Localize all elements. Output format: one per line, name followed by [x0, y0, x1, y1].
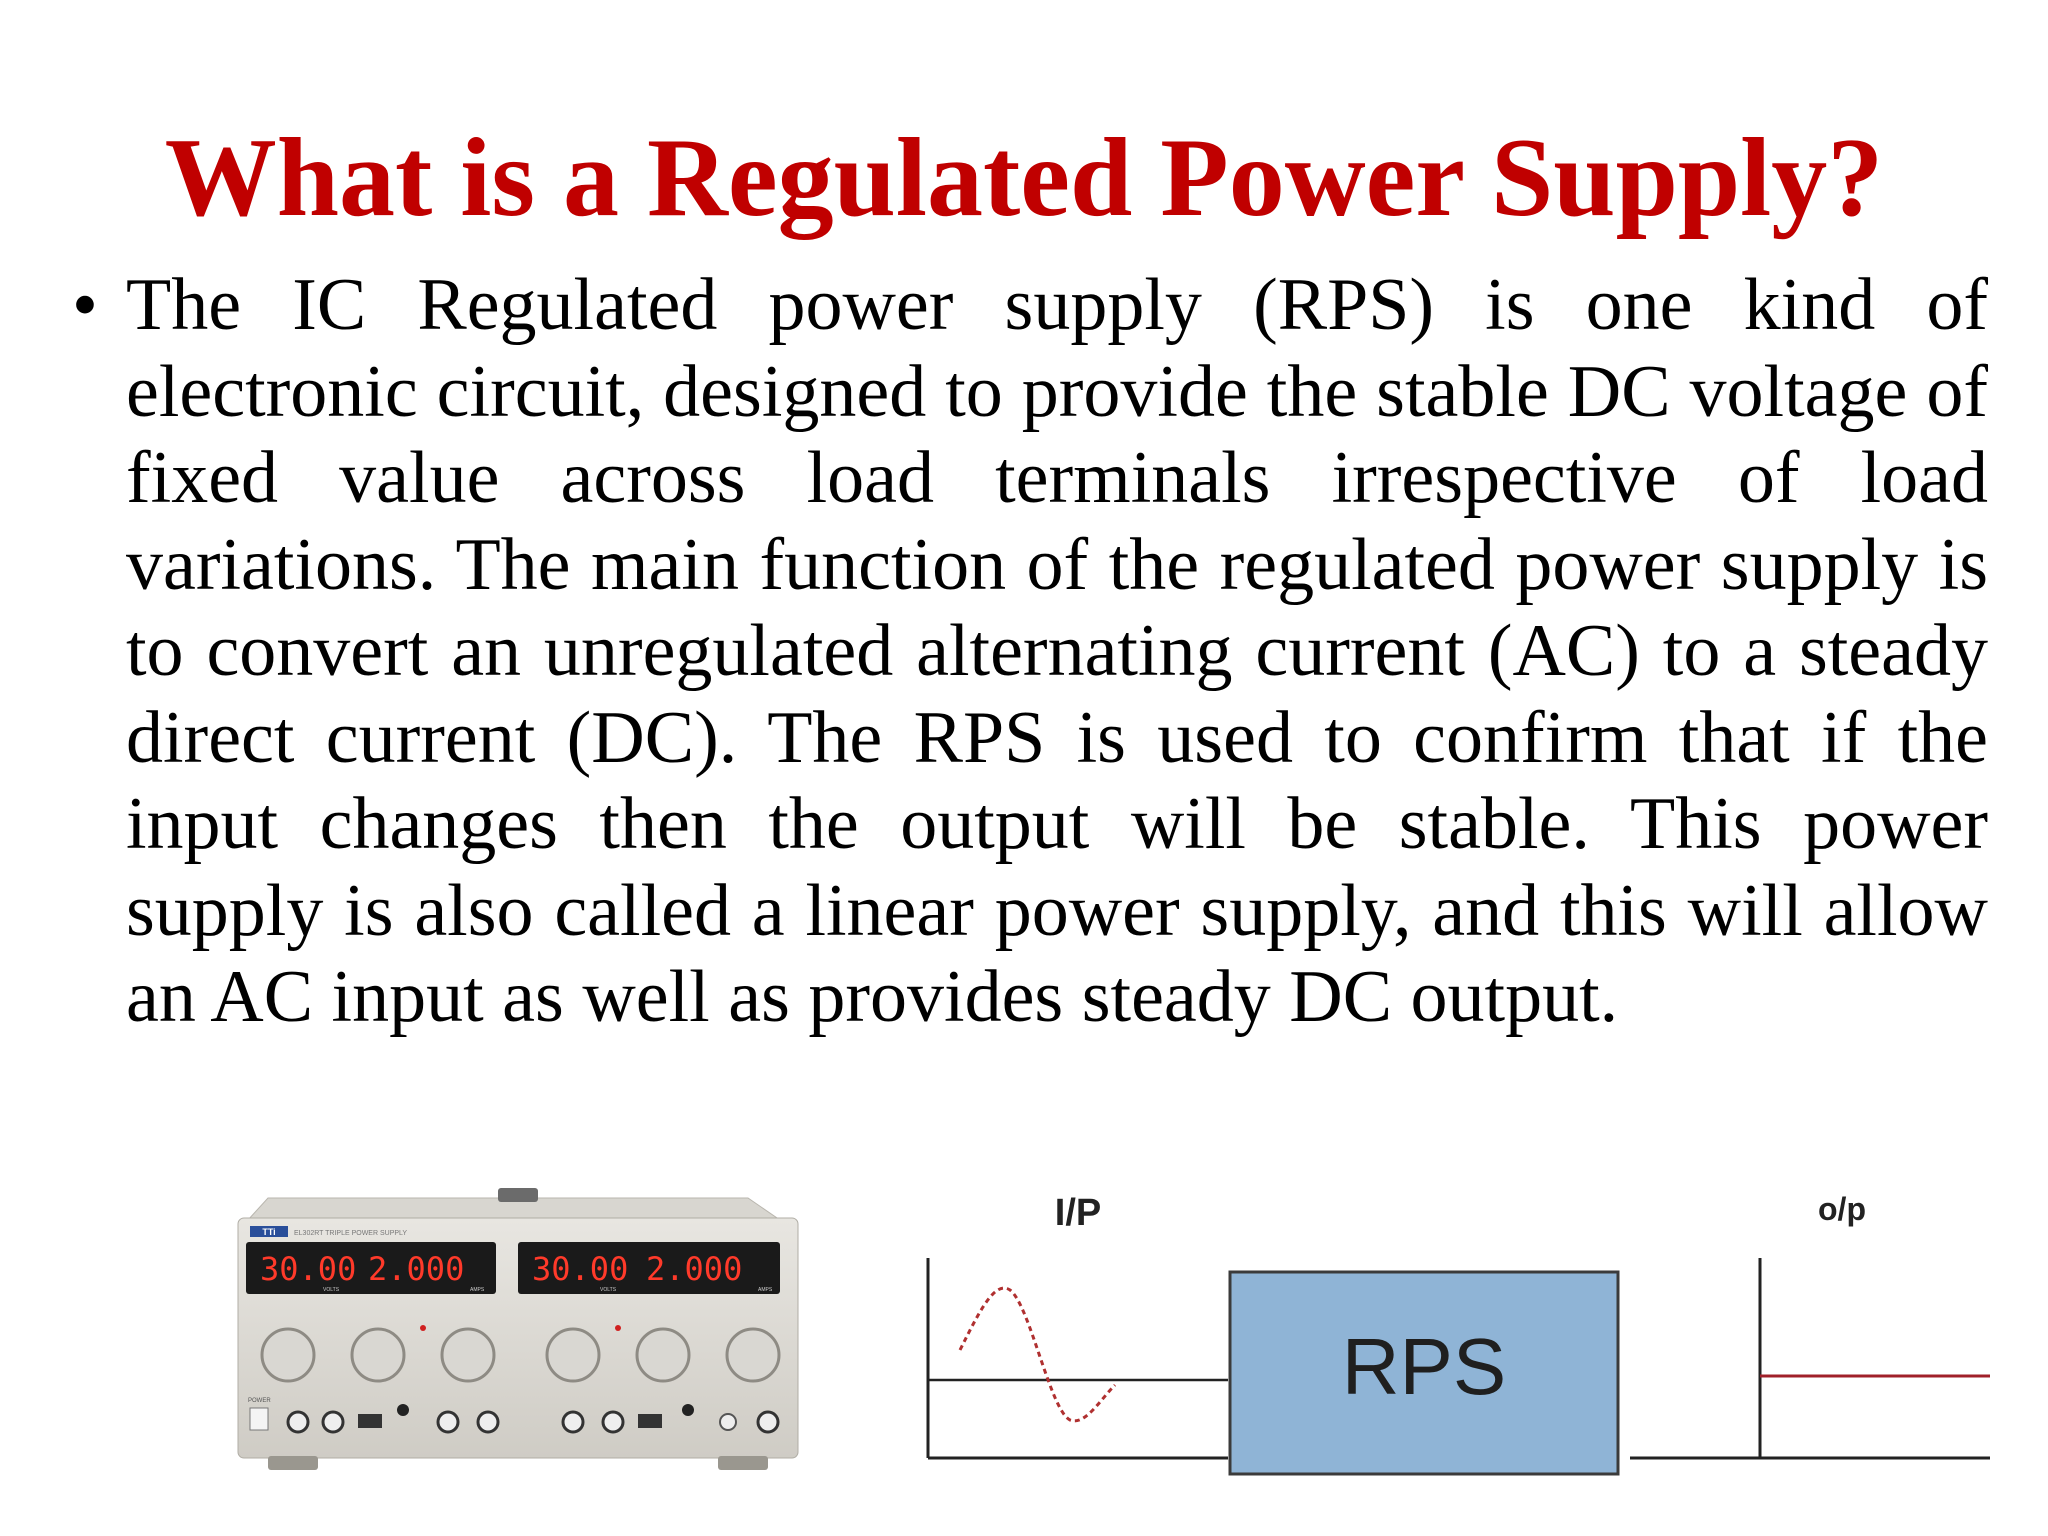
slide-title: What is a Regulated Power Supply?	[164, 116, 1884, 240]
psu-brand-label: TTi EL302RT TRIPLE POWER SUPPLY	[250, 1226, 407, 1237]
rps-block-label: RPS	[1342, 1322, 1507, 1411]
display-right-volts: 30.00	[532, 1250, 628, 1288]
rps-block-diagram: I/P o/p RPS	[926, 1191, 1990, 1476]
svg-text:VOLTS: VOLTS	[600, 1287, 617, 1293]
input-sine-wave	[958, 1286, 1117, 1423]
svg-text:EL302RT TRIPLE POWER SUPPLY: EL302RT TRIPLE POWER SUPPLY	[294, 1230, 407, 1237]
bullet-marker: •	[72, 264, 98, 346]
display-right-amps: 2.000	[646, 1250, 742, 1288]
rps-block	[1228, 1270, 1620, 1476]
knobs	[260, 1325, 781, 1383]
svg-text:VOLTS: VOLTS	[323, 1287, 340, 1293]
body-paragraph: The IC Regulated power supply (RPS) is o…	[126, 264, 1988, 1038]
display-left: 30.00 2.000 VOLTS AMPS	[246, 1242, 496, 1294]
svg-text:AMPS: AMPS	[470, 1287, 485, 1293]
display-left-amps: 2.000	[368, 1250, 464, 1288]
display-right: 30.00 2.000 VOLTS AMPS	[518, 1242, 780, 1294]
power-supply-image: TTi EL302RT TRIPLE POWER SUPPLY 30.00 2.…	[237, 1188, 799, 1470]
svg-text:AMPS: AMPS	[758, 1287, 773, 1293]
svg-text:TTi: TTi	[262, 1227, 275, 1237]
output-label: o/p	[1818, 1191, 1866, 1227]
input-label: I/P	[1055, 1192, 1101, 1234]
terminals: POWER	[248, 1398, 780, 1434]
svg-text:POWER: POWER	[248, 1398, 271, 1404]
display-left-volts: 30.00	[260, 1250, 356, 1288]
